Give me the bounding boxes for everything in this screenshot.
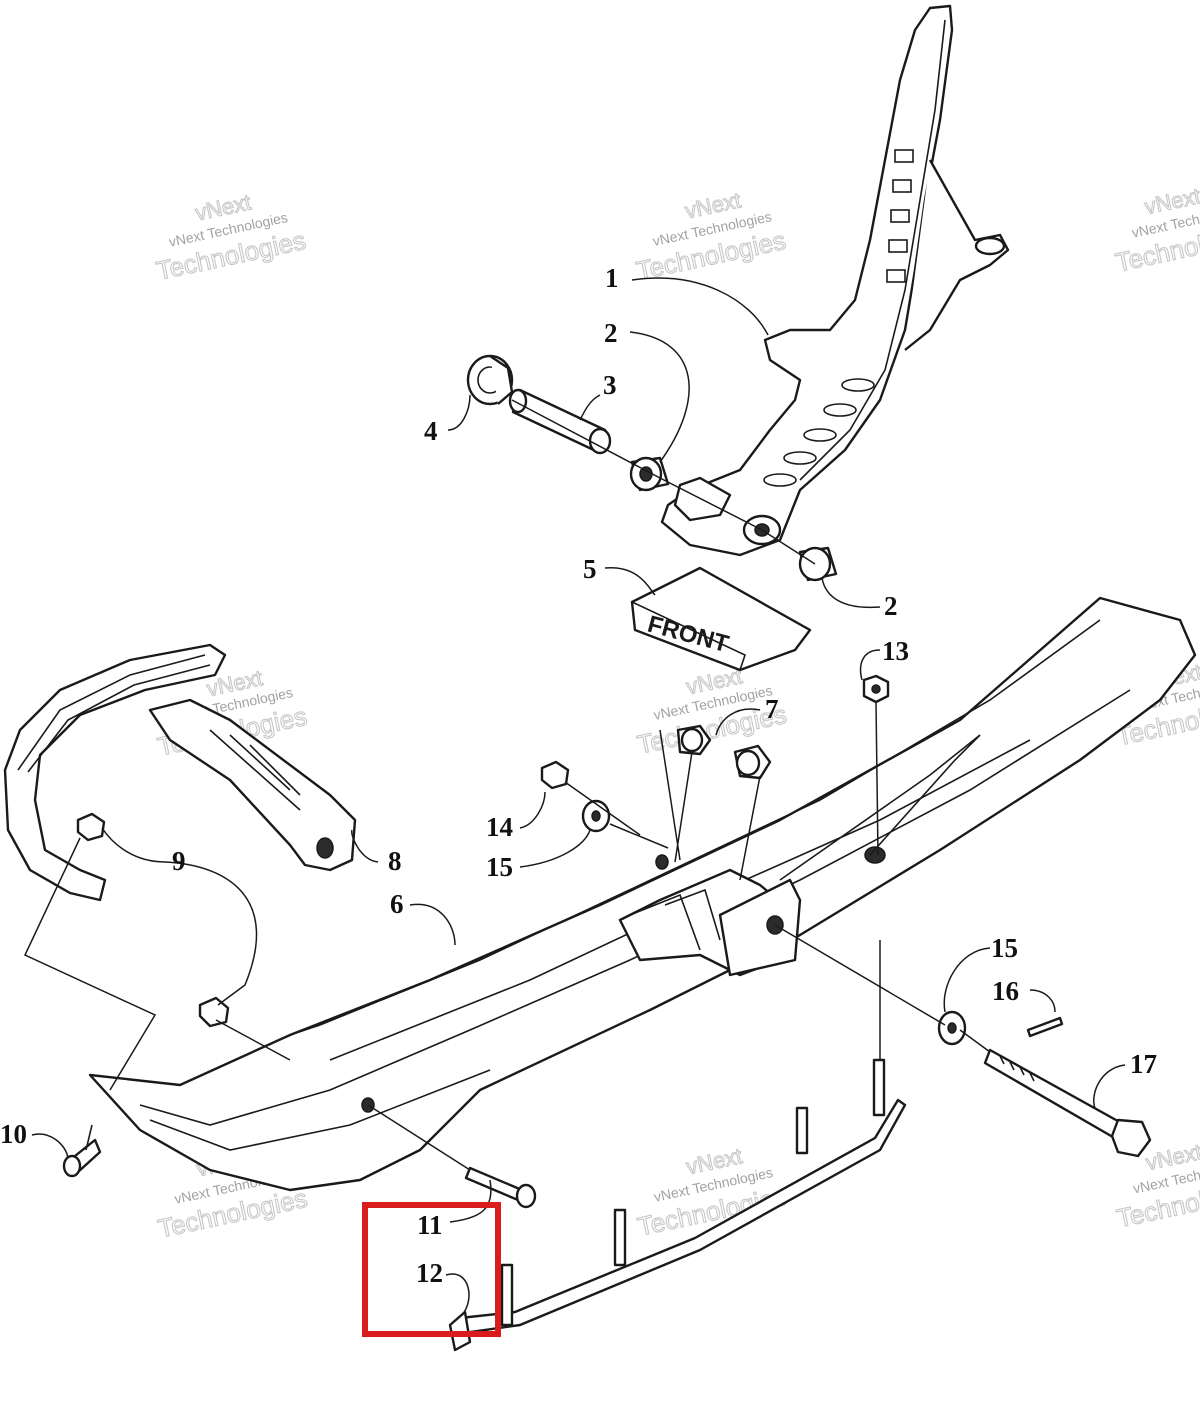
part-bolt-11 <box>464 1166 537 1209</box>
callout-8: 8 <box>388 846 402 876</box>
part-front-block: FRONT <box>630 566 812 672</box>
callout-5: 5 <box>583 554 597 584</box>
part-bolt-10 <box>62 1124 102 1178</box>
callout-2-upper: 2 <box>604 318 618 348</box>
callout-14: 14 <box>486 812 513 842</box>
part-handle <box>3 643 357 902</box>
callout-leaders <box>31 277 1126 1316</box>
callout-15-upper: 15 <box>486 852 513 882</box>
watermark-top-right: vNext vNext Technologies Technologies <box>1112 183 1200 278</box>
callout-15-lower: 15 <box>991 933 1018 963</box>
callout-6: 6 <box>390 889 404 919</box>
part-wear-bar <box>448 1058 907 1352</box>
callout-11: 11 <box>417 1210 443 1240</box>
watermark-top-center: vNext vNext Technologies Technologies <box>633 187 789 287</box>
callout-7: 7 <box>765 694 779 724</box>
part-bushing-7-left <box>676 724 712 756</box>
watermark-top-left: vNext vNext Technologies Technologies <box>153 189 309 287</box>
part-nut-9-upper <box>76 812 106 842</box>
callout-labels: 1 2 3 4 5 2 13 7 14 15 9 8 6 15 16 17 10… <box>0 263 1157 1288</box>
callout-2-lower: 2 <box>884 591 898 621</box>
highlight-box <box>362 1202 501 1337</box>
callout-17: 17 <box>1130 1049 1157 1079</box>
part-nut-9-lower <box>198 996 230 1028</box>
part-pin-16 <box>1026 1016 1064 1038</box>
part-bushing-7-right <box>733 744 772 780</box>
part-bolt-17 <box>983 1048 1152 1158</box>
part-nut-13 <box>862 674 890 856</box>
part-washer-15-lower <box>937 1010 967 1046</box>
watermark-bottom-center: vNext vNext Technologies Technologies <box>634 1143 790 1243</box>
assembly-lines <box>23 399 991 1171</box>
part-nut-14 <box>540 760 570 790</box>
part-bushing-4 <box>466 354 514 406</box>
part-spindle <box>660 4 1010 557</box>
callout-3: 3 <box>603 370 617 400</box>
callout-16: 16 <box>992 976 1019 1006</box>
part-washer-15-upper <box>581 799 611 833</box>
callout-13: 13 <box>882 636 909 666</box>
callout-12: 12 <box>416 1258 443 1288</box>
callout-9: 9 <box>172 846 186 876</box>
part-bushing-2-upper <box>629 456 670 492</box>
callout-10: 10 <box>0 1119 27 1149</box>
part-ski <box>88 596 1197 1192</box>
part-bushing-2-lower <box>798 546 838 582</box>
callout-4: 4 <box>424 416 438 446</box>
callout-1: 1 <box>605 263 619 293</box>
